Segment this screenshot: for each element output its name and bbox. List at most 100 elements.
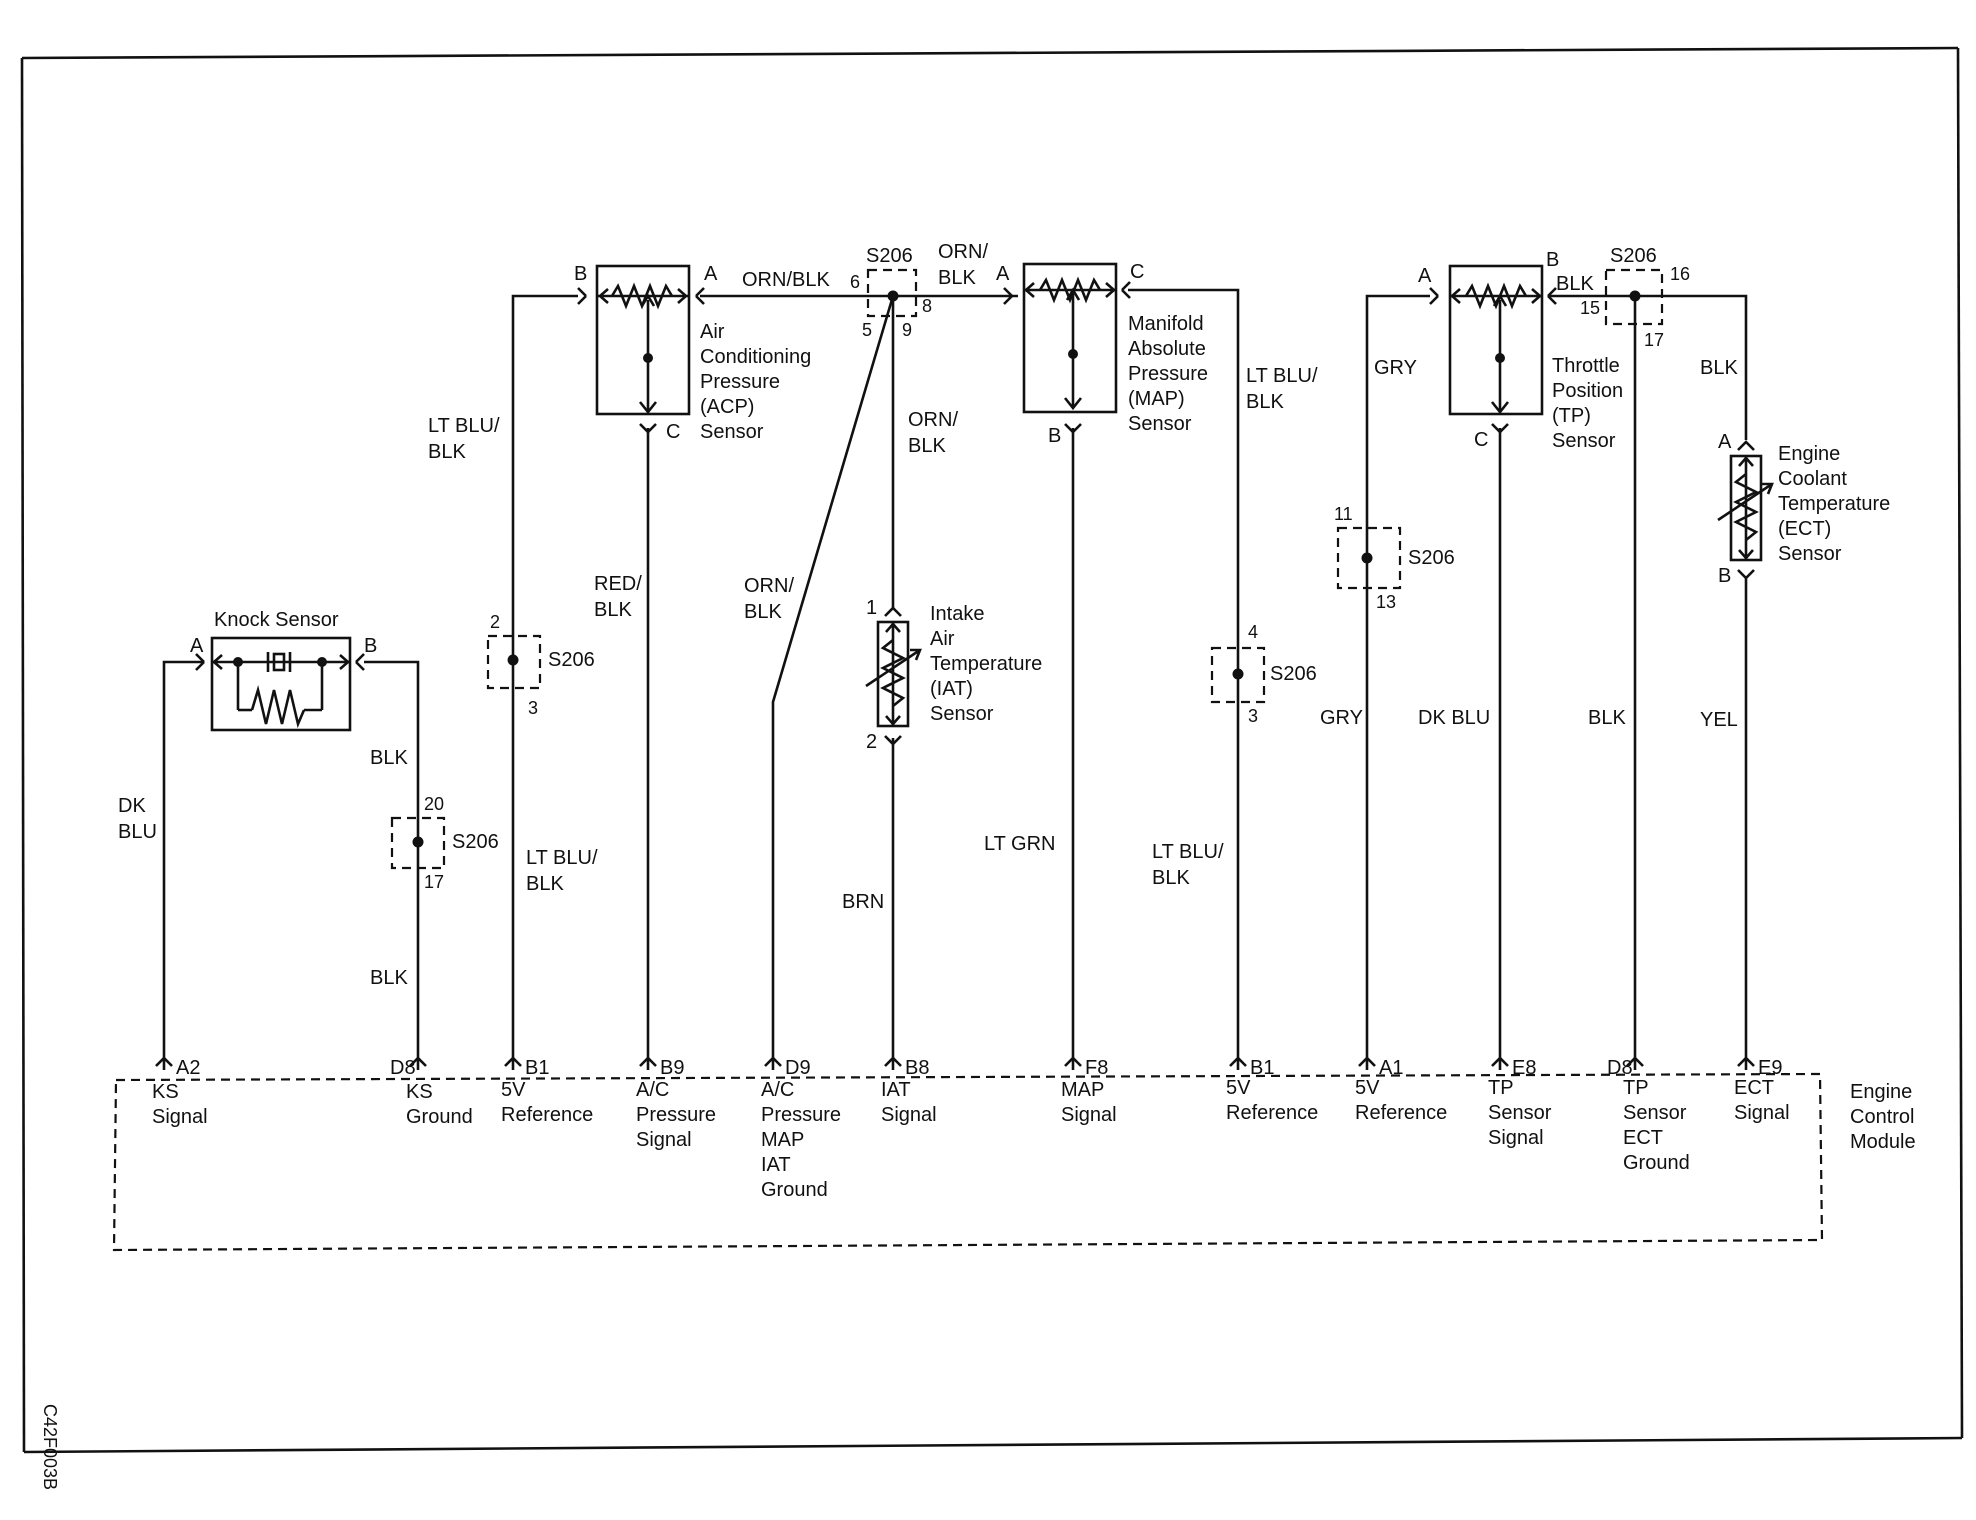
iat-label-2: Air (930, 628, 955, 650)
terminal-pin-mark (1064, 1056, 1082, 1067)
splice-b1-left-pin-bottom: 3 (528, 698, 538, 718)
terminal-label-line: A/C (761, 1079, 794, 1101)
splice-knock-label: S206 (452, 831, 499, 853)
wire-label-lt-blu-blk-r1-2: BLK (1246, 391, 1284, 413)
wire-label-orn-blk-diag-2: BLK (744, 601, 782, 623)
terminal-label-line: ECT (1623, 1127, 1663, 1149)
knock-sensor-title: Knock Sensor (214, 609, 339, 631)
wire-label-lt-blu-blk-r1-1: LT BLU/ (1246, 365, 1318, 387)
splice-tp-pin-17: 17 (1644, 330, 1664, 350)
ect-pin-b: B (1718, 565, 1731, 587)
terminal-label-line: MAP (761, 1129, 804, 1151)
ecm-label-line-2: Control (1850, 1106, 1914, 1128)
terminal-label-line: Signal (1488, 1127, 1544, 1149)
wire-gry (1365, 294, 1430, 1070)
iat-label-3: Temperature (930, 653, 1042, 675)
wire-label-dk-blu-1: DK (118, 795, 146, 817)
wire-label-lt-blu-blk-mid-1: LT BLU/ (526, 847, 598, 869)
wire-label-lt-blu-blk-mid-2: BLK (526, 873, 564, 895)
terminal-pin-mark (1358, 1056, 1376, 1067)
wire-label-dk-blu-2: BLU (118, 821, 157, 843)
splice-tp-pin-15: 15 (1580, 298, 1600, 318)
terminal-label-line: Signal (1061, 1104, 1117, 1126)
terminal-pin-id: E9 (1758, 1057, 1782, 1079)
splice-top: S206 6 8 5 9 (850, 245, 932, 340)
terminal-pin-mark (1737, 1056, 1755, 1067)
acp-label-2: Conditioning (700, 346, 811, 368)
terminal-pin-mark (504, 1056, 522, 1067)
terminal-label-line: Signal (1734, 1102, 1790, 1124)
terminal-label-line: Reference (1355, 1102, 1447, 1124)
ecm-label-line-1: Engine (1850, 1081, 1912, 1103)
splice-tp-label: S206 (1610, 245, 1657, 267)
map-pin-a: A (996, 263, 1010, 285)
iat-sensor: 1 2 Intake Air Temperature (IAT) Sensor (865, 597, 1042, 753)
splice-top-pin-5: 5 (862, 320, 872, 340)
terminal-label-line: Sensor (1488, 1102, 1552, 1124)
terminal-label-line: 5V (501, 1079, 526, 1101)
acp-label-5: Sensor (700, 421, 764, 443)
acp-sensor: B A C Air Conditioning Pressure (ACP) Se… (574, 263, 811, 443)
terminal-label-line: ECT (1734, 1077, 1774, 1099)
wire-blk-tp (1550, 294, 1748, 440)
wire-label-dk-blu-tp: DK BLU (1418, 707, 1490, 729)
wire-label-lt-blu-blk-top-1: LT BLU/ (428, 415, 500, 437)
terminal-pin-id: D8 (1607, 1057, 1633, 1079)
terminal-pin-mark (639, 1056, 657, 1067)
terminal-pin-id: B9 (660, 1057, 684, 1079)
splice-a1-pin-top: 11 (1334, 504, 1353, 524)
knock-sensor: Knock Sensor A B (190, 609, 377, 732)
iat-pin-2: 2 (866, 731, 877, 753)
ect-pin-a: A (1718, 431, 1732, 453)
wire-label-blk-knock-1: BLK (370, 747, 408, 769)
acp-label-1: Air (700, 321, 725, 343)
tp-pin-b: B (1546, 249, 1559, 271)
splice-top-pin-9: 9 (902, 320, 912, 340)
wire-5v-ref-map (1128, 288, 1240, 1070)
terminal-label-line: KS (406, 1081, 433, 1103)
wire-label-orn-blk-right-2: BLK (938, 267, 976, 289)
map-pin-c: C (1130, 261, 1144, 283)
wire-label-orn-blk-diag-1: ORN/ (744, 575, 794, 597)
wire-label-orn-blk-drop-2: BLK (908, 435, 946, 457)
map-pin-b: B (1048, 425, 1061, 447)
wire-label-blk-knock-2: BLK (370, 967, 408, 989)
wire-label-orn-blk-right-1: ORN/ (938, 241, 988, 263)
terminal-pin-mark (409, 1056, 427, 1067)
ect-label-2: Coolant (1778, 468, 1847, 490)
acp-label-4: (ACP) (700, 396, 754, 418)
tp-pin-c: C (1474, 429, 1488, 451)
wire-label-blk-tp-top: BLK (1556, 273, 1594, 295)
map-label-3: Pressure (1128, 363, 1208, 385)
terminal-pin-id: A1 (1379, 1057, 1403, 1079)
wire-label-blk-tp-right: BLK (1700, 357, 1738, 379)
terminal-pin-id: B1 (1250, 1057, 1274, 1079)
splice-top-pin-8: 8 (922, 296, 932, 316)
terminal-label-line: Signal (881, 1104, 937, 1126)
terminal-pin-id: B8 (905, 1057, 929, 1079)
tp-label-3: (TP) (1552, 405, 1591, 427)
page-frame (20, 46, 1964, 1454)
terminal-label-line: 5V (1355, 1077, 1380, 1099)
ecm-label-line-3: Module (1850, 1131, 1916, 1153)
splice-b1-right: 4 3 S206 (1210, 622, 1317, 726)
splice-a1-label: S206 (1408, 547, 1455, 569)
map-label-5: Sensor (1128, 413, 1192, 435)
diagram-code: C42F003B (40, 1404, 60, 1490)
wire-label-yel: YEL (1700, 709, 1738, 731)
terminal-pin-id: B1 (525, 1057, 549, 1079)
wire-label-red-blk-2: BLK (594, 599, 632, 621)
ecm-box (112, 1072, 1824, 1252)
wire-ks-signal (162, 660, 204, 1070)
terminal-label-line: MAP (1061, 1079, 1104, 1101)
splice-knock-pin-top: 20 (424, 794, 444, 814)
